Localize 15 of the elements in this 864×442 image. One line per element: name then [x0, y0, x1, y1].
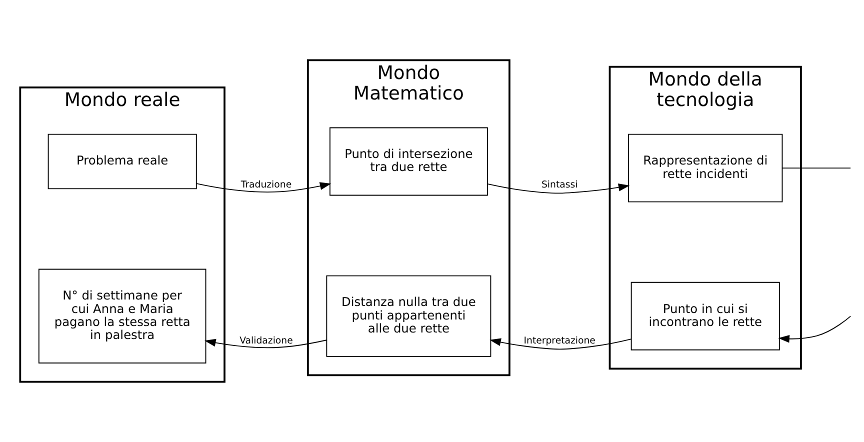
- arrow: [204, 338, 327, 348]
- node-box: N° di settimane per cui Anna e Maria pagano la stessa retta in palestra: [38, 268, 206, 364]
- node-box: Distanza nulla tra due punti appartenenti alle due rette: [326, 275, 492, 357]
- edge-label: Traduzione: [240, 180, 292, 191]
- edge-label: Sintassi: [541, 180, 578, 191]
- arrow: [196, 182, 332, 192]
- node-box: Punto di intersezione tra due rette: [330, 127, 488, 196]
- edge-label: Interpretazione: [524, 335, 596, 346]
- arrow: [487, 183, 630, 194]
- arrow: [490, 338, 632, 350]
- arrow: [778, 316, 852, 343]
- node-box: Rappresentazione di rette incidenti: [628, 134, 783, 202]
- edge-label: Validazione: [240, 335, 293, 346]
- node-box: Problema reale: [48, 134, 197, 190]
- node-box: Punto in cui si incontrano le rette: [630, 282, 780, 350]
